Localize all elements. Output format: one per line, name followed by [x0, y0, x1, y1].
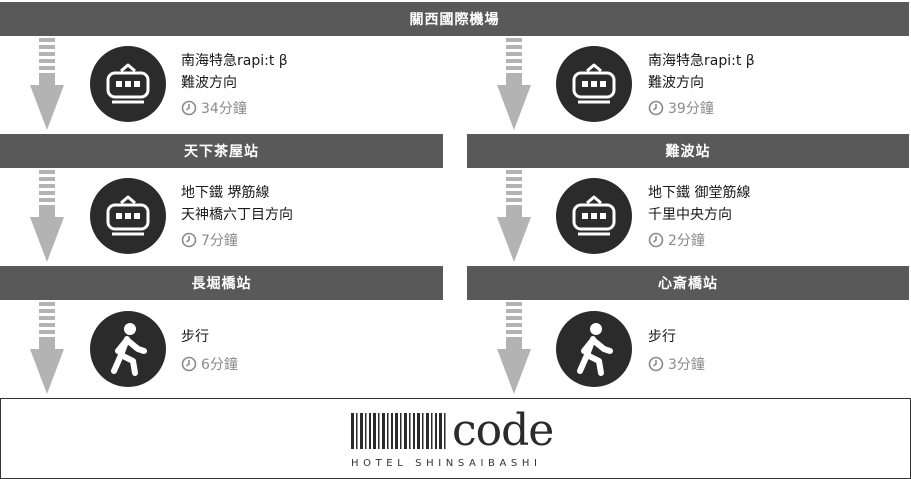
- hotel-destination: code HOTEL SHINSAIBASHI: [0, 398, 911, 479]
- route-name: 步行: [181, 329, 209, 345]
- route-name: 地下鐵 堺筋線: [181, 185, 270, 201]
- route-direction: 難波方向: [181, 75, 237, 91]
- walking-person-icon: [111, 323, 147, 376]
- travel-time-value: 7分鐘: [201, 233, 238, 249]
- route-direction: 難波方向: [648, 75, 704, 91]
- route-direction: 天神橋六丁目方向: [181, 207, 293, 223]
- route-name: 南海特急rapi:t β: [181, 53, 288, 69]
- leg-info-right1: 南海特急rapi:t β 難波方向 39分鐘: [648, 50, 868, 118]
- station-name: 難波站: [665, 144, 711, 160]
- barcode-icon: [351, 413, 446, 449]
- travel-time-value: 39分鐘: [668, 101, 714, 117]
- travel-time-value: 34分鐘: [201, 101, 247, 117]
- leg-icon-left1: [90, 46, 166, 122]
- leg-info-right2: 地下鐵 御堂筋線 千里中央方向 2分鐘: [648, 182, 868, 250]
- route-direction: 千里中央方向: [648, 207, 732, 223]
- travel-time: 34分鐘: [181, 98, 401, 118]
- train-icon: [572, 63, 616, 104]
- station-bar-shinsaibashi: 心斎橋站: [467, 266, 909, 300]
- station-bar-nagahoribashi: 長堀橋站: [0, 266, 443, 300]
- travel-time: 2分鐘: [648, 230, 868, 250]
- travel-time-value: 6分鐘: [201, 357, 238, 373]
- station-bar-tengachaya: 天下茶屋站: [0, 134, 443, 168]
- clock-icon: [648, 232, 664, 248]
- station-name: 天下茶屋站: [184, 144, 259, 160]
- hotel-logo-word: code: [452, 405, 554, 456]
- hotel-logo-subtitle: HOTEL SHINSAIBASHI: [351, 458, 542, 469]
- clock-icon: [181, 232, 197, 248]
- station-bar-namba: 難波站: [467, 134, 909, 168]
- route-name: 南海特急rapi:t β: [648, 53, 755, 69]
- route-name: 地下鐵 御堂筋線: [648, 185, 751, 201]
- down-arrow-icon: [30, 38, 64, 130]
- station-name: 關西國際機場: [409, 12, 500, 28]
- travel-time-value: 3分鐘: [668, 357, 705, 373]
- travel-time: 6分鐘: [181, 354, 401, 374]
- train-icon: [106, 195, 150, 236]
- leg-info-left1: 南海特急rapi:t β 難波方向 34分鐘: [181, 50, 401, 118]
- train-icon: [106, 63, 150, 104]
- route-name: 步行: [648, 329, 676, 345]
- station-name: 長堀橋站: [191, 276, 252, 292]
- leg-icon-right1: [556, 46, 632, 122]
- leg-info-left2: 地下鐵 堺筋線 天神橋六丁目方向 7分鐘: [181, 182, 401, 250]
- station-bar-kansai-airport: 關西國際機場: [0, 2, 909, 36]
- leg-info-left3: 步行 6分鐘: [181, 326, 401, 374]
- hotel-logo: code HOTEL SHINSAIBASHI: [351, 405, 554, 469]
- clock-icon: [181, 356, 197, 372]
- down-arrow-icon: [30, 170, 64, 262]
- walking-person-icon: [577, 323, 613, 376]
- train-icon: [572, 195, 616, 236]
- down-arrow-icon: [497, 170, 531, 262]
- clock-icon: [181, 100, 197, 116]
- travel-time: 39分鐘: [648, 98, 868, 118]
- down-arrow-icon: [497, 38, 531, 130]
- clock-icon: [648, 356, 664, 372]
- down-arrow-icon: [30, 302, 64, 394]
- travel-time: 3分鐘: [648, 354, 868, 374]
- clock-icon: [648, 100, 664, 116]
- travel-time-value: 2分鐘: [668, 233, 705, 249]
- leg-icon-left2: [90, 178, 166, 254]
- station-name: 心斎橋站: [658, 276, 718, 292]
- leg-icon-right2: [556, 178, 632, 254]
- leg-icon-left3: [90, 311, 166, 387]
- down-arrow-icon: [497, 302, 531, 394]
- travel-time: 7分鐘: [181, 230, 401, 250]
- leg-icon-right3: [556, 311, 632, 387]
- leg-info-right3: 步行 3分鐘: [648, 326, 868, 374]
